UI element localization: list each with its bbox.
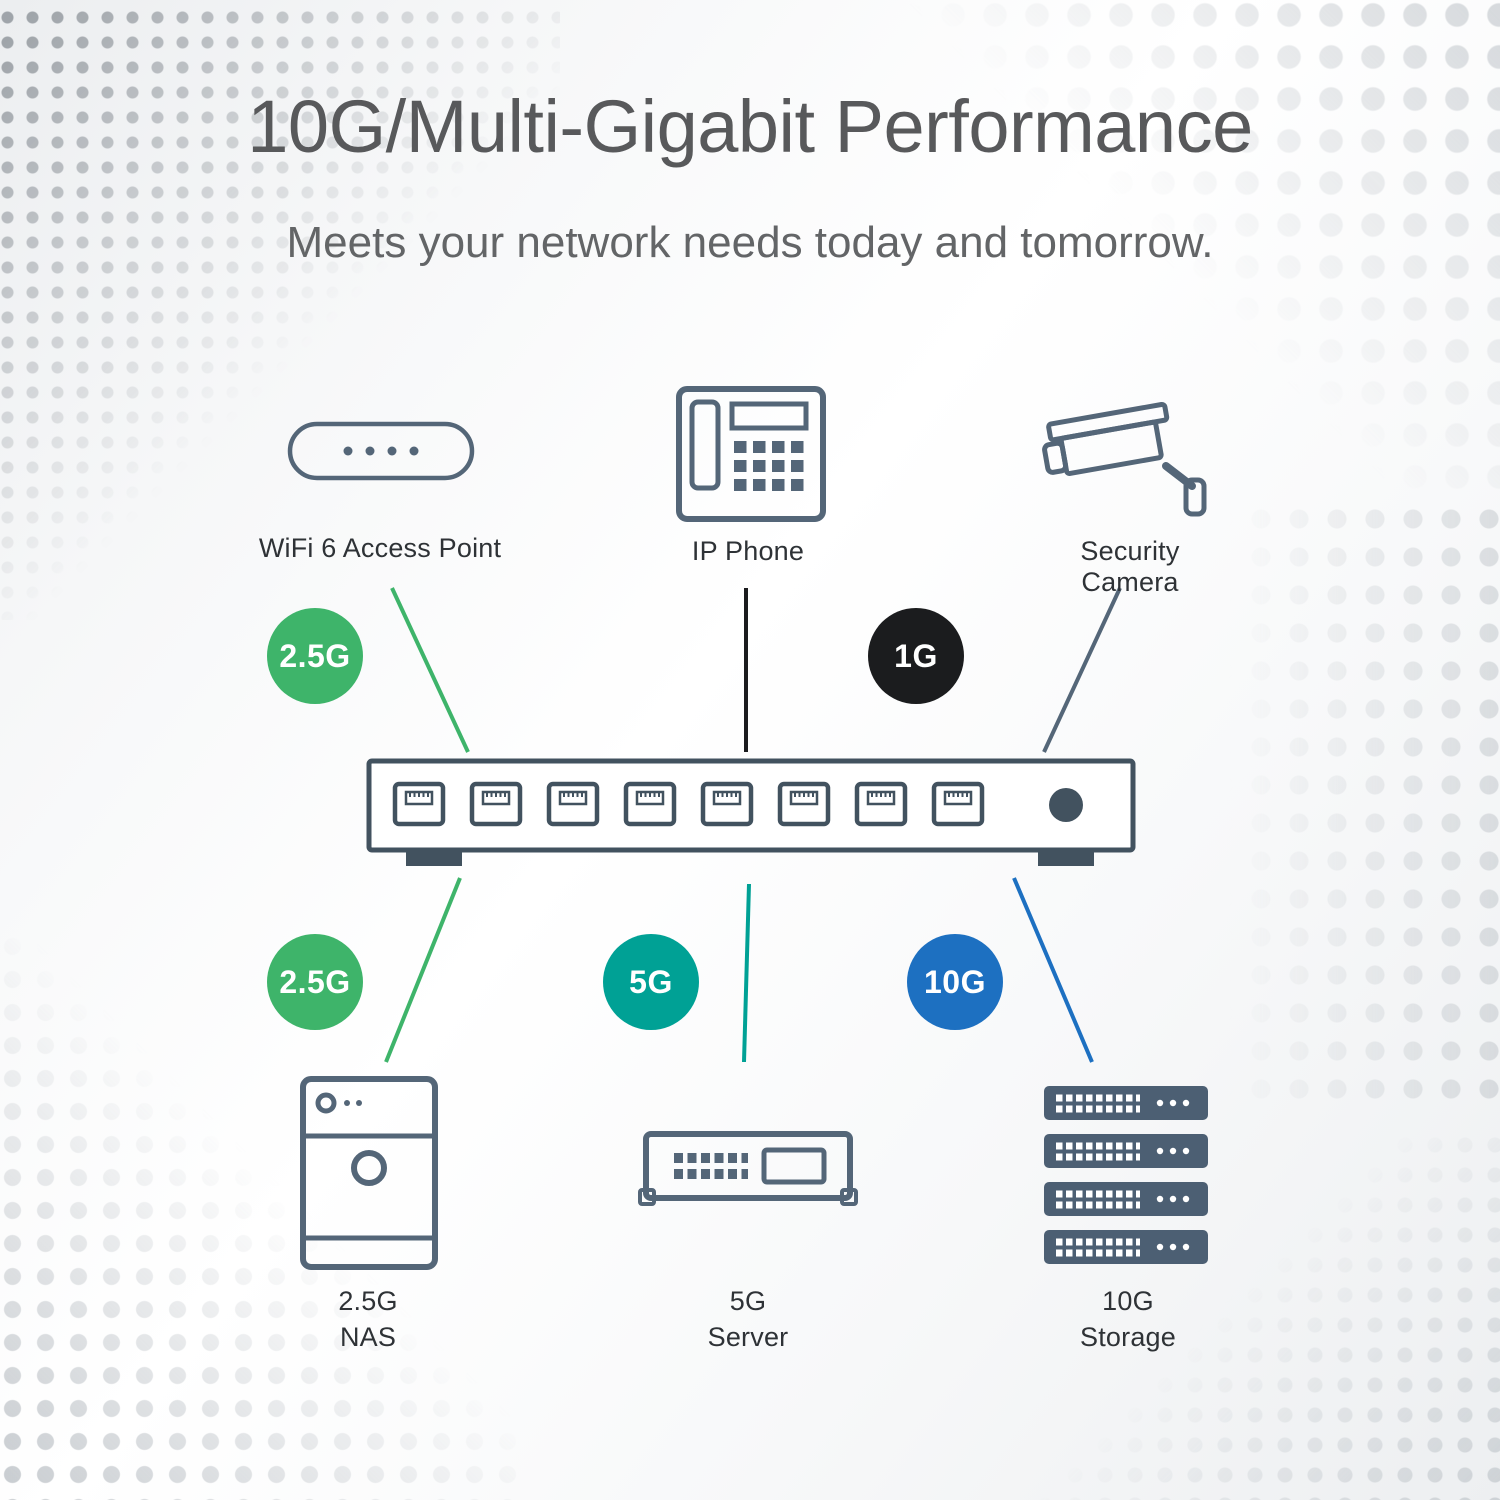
wifi-ap-dots [343,446,419,456]
connection-line-nas [384,877,462,1063]
wifi6-access-point-icon [287,421,475,481]
ip-phone-label: IP Phone [691,536,805,566]
server-label: 5G Server [648,1283,848,1356]
server-label-line2: Server [707,1322,789,1353]
nas-label-line1: 2.5G [338,1286,398,1316]
rack-server-icon [638,1131,858,1206]
nas-label: 2.5G NAS [268,1283,468,1356]
page-subtitle: Meets your network needs today and tomor… [286,218,1214,267]
phone-keypad [734,441,804,491]
security-camera-label: Security Camera [1080,536,1180,597]
storage-array-icon [1042,1086,1210,1268]
connection-line-wifi [390,587,470,753]
page-title: 10G/Multi-Gigabit Performance [247,85,1253,168]
network-switch-icon [366,758,1136,866]
connection-line-storage [1012,877,1094,1063]
connection-line-server [742,883,751,1063]
storage-label: 10G Storage [1028,1283,1228,1356]
speed-badge-2-5g-bottom: 2.5G [267,934,363,1030]
ip-phone-icon [676,386,826,522]
wifi6-access-point-label: WiFi 6 Access Point [258,533,502,563]
switch-power-button [1049,788,1083,822]
connection-line-camera [1042,587,1122,753]
server-drive-bay [761,1147,827,1185]
security-camera-icon [1042,401,1207,517]
storage-label-line1: 10G [1102,1286,1154,1316]
speed-badge-10g: 10G [907,934,1003,1030]
switch-foot-left [406,850,462,866]
server-vent-grid [674,1153,748,1179]
nas-tower-icon [300,1076,438,1270]
storage-label-line2: Storage [1080,1322,1176,1353]
speed-badge-2-5g-top: 2.5G [267,608,363,704]
storage-units [1044,1086,1208,1264]
nas-label-line2: NAS [339,1322,397,1353]
speed-badge-1g: 1G [868,608,964,704]
server-label-line1: 5G [729,1286,767,1316]
speed-badge-5g: 5G [603,934,699,1030]
switch-foot-right [1038,850,1094,866]
